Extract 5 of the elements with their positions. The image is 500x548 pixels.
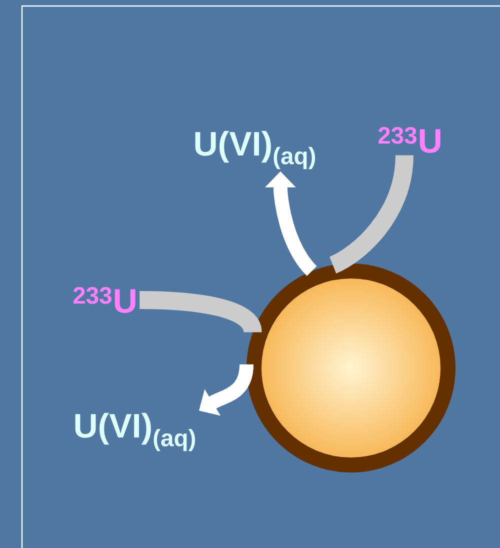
species-label: $^{233}$U: [73, 287, 136, 313]
particle-sphere: [246, 264, 456, 472]
species-label: U(VI)$_{(aq)}$: [195, 130, 316, 170]
species-label: $^{233}$U: [378, 127, 440, 153]
species-label: U(VI)$_{(aq)}$: [75, 412, 196, 452]
